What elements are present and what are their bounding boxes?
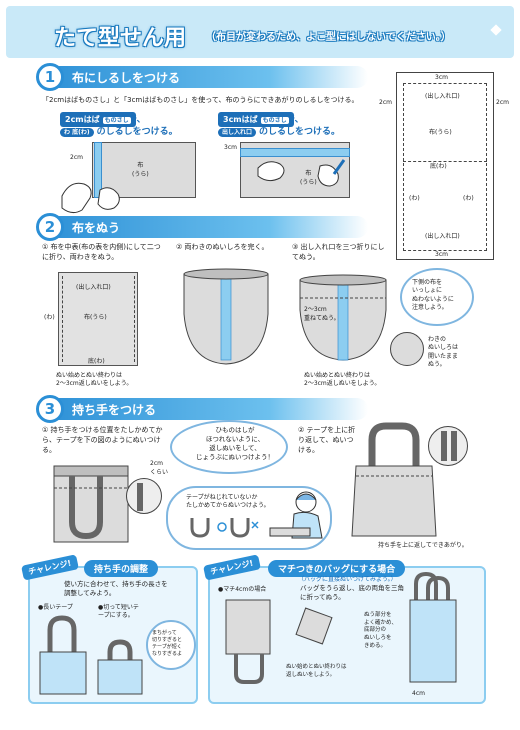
step1-label-fabric: 布(うら) — [84, 314, 107, 321]
label-3cm-ruler: 3cm — [224, 144, 237, 151]
finished-note: 持ち手を上に返してできあがり。 — [378, 542, 468, 549]
step1-note: ぬい始めとぬい終わりは 2～3cm返しぬいをしよう。 — [56, 372, 133, 388]
challenge-1-text: 使い方に合わせて、持ち手の長さを調整してみよう。 — [64, 580, 168, 598]
challenge-1-item2: ●切って短いテープにする。 — [98, 604, 139, 620]
check-bubble-text: テープがねじれていないか たしかめてからぬいつけよう。 — [186, 494, 270, 510]
tip-bubble — [170, 420, 288, 474]
page-title: たて型せん用 — [54, 26, 187, 51]
section-1-number: 1 — [36, 63, 64, 91]
fabric-label-2: 布 (うら) — [300, 170, 317, 186]
label-2cm-ruler: 2cm — [70, 154, 83, 161]
finished-bag-icon — [351, 422, 437, 537]
bag-tape-illustration — [53, 465, 129, 543]
badge-2cm-ruler: 2cmはばものさし — [60, 112, 136, 127]
diagram-side-right: (わ) — [463, 195, 474, 202]
sewn-bag-1 — [58, 272, 138, 366]
warning-bubble — [400, 268, 474, 326]
child-icon — [269, 491, 323, 539]
section-3-header: 3 持ち手をつける — [36, 395, 368, 423]
diagram-bottom: 底(わ) — [430, 163, 447, 170]
section-3-step1: ① 持ち手をつける位置をたしかめてから、テープを下の図のようにぬいつける。 — [42, 426, 163, 454]
challenge-1-bubble — [146, 620, 196, 670]
zoom-circle-icon-2 — [126, 478, 162, 514]
pocket-bag-icon-2 — [299, 274, 387, 361]
diagram-opening-top: (出し入れ口) — [425, 93, 460, 100]
page-subtitle: （布目が変わるため、よこ型にはしないでください。） — [206, 32, 451, 43]
fabric-layout-diagram: 3cm 2cm 2cm (出し入れ口) 布(うら) 底(わ) (わ) (わ) (… — [379, 72, 509, 260]
challenge-2-note2: ぬう部分を よく確かめ、 底部分の ぬいしろを きめる。 — [364, 612, 398, 649]
step3-label: 2～3cm 重ねてぬう。 — [304, 306, 340, 322]
gusset-bag-icon — [225, 571, 457, 684]
section-3-step2: ② テープを上に折り返して、ぬいつける。 — [298, 426, 356, 454]
challenge-2-step-title: ●マチ4cmの場合 — [218, 586, 267, 593]
badge-3cm-suffix: で、 — [286, 115, 304, 125]
ruler-3cm — [240, 148, 350, 157]
diamond-icon — [490, 24, 502, 36]
diagram-side-left: (わ) — [409, 195, 420, 202]
step1-label-side: (わ) — [44, 314, 55, 321]
fabric-label-1: 布 (うら) — [132, 162, 149, 178]
section-2-header: 2 布をぬう — [36, 213, 368, 241]
section-2-step3: ③ 出し入れ口を三つ折りにしてぬう。 — [292, 243, 385, 261]
badge-3cm-ruler: 3cmはばものさし — [218, 112, 294, 127]
section-2-number: 2 — [36, 213, 64, 241]
section-2-step1: ① 布を中表(布の表を内側)にして二つに折り、両わきをぬう。 — [42, 243, 161, 261]
section-2-step2: ② 両わきのぬいしろを完く。 — [176, 243, 269, 251]
section-3-number: 3 — [36, 395, 64, 423]
section-1-text: 「2cmはばものさし」と「3cmはばものさし」を使って、布のうらにできあがりのし… — [42, 96, 359, 104]
open-seam-note: わきの ぬいしろは 開いたまま ぬう。 — [428, 336, 459, 369]
diagram-opening-bottom: (出し入れ口) — [425, 233, 460, 240]
hand-icon-2 — [257, 159, 346, 187]
challenge-1-item1: ●長いテープ — [38, 604, 73, 611]
step3-note: ぬい始めとぬい終わりは 2～3cm返しぬいをしよう。 — [304, 372, 381, 388]
challenge-2-title: マチつきのバッグにする場合 — [268, 560, 406, 577]
step1-label-opening: (出し入れ口) — [76, 284, 111, 291]
diagram-bottom-3cm: 3cm — [435, 251, 448, 258]
label-4cm: 4cm — [412, 690, 425, 697]
challenge-1-title: 持ち手の調整 — [84, 560, 159, 577]
challenge-2-sub: （バッグに直接ぬいつけてみよう。） — [298, 576, 397, 583]
warning-bubble-text: 下側の布を いっしょに ぬわないように 注意しよう。 — [412, 279, 454, 312]
pocket-bag-icon — [183, 268, 269, 365]
sub-3cm: 出し入れ口のしるしをつける。 — [218, 124, 340, 137]
section-1-header: 1 布にしるしをつける — [36, 63, 368, 91]
hand-icon — [61, 182, 120, 214]
section-1-title: 布にしるしをつける — [72, 71, 181, 85]
diagram-top-3cm: 3cm — [435, 74, 448, 81]
diagram-left-2cm: 2cm — [379, 99, 392, 106]
badge-2cm-suffix: で、 — [128, 115, 146, 125]
page-header: たて型せん用 （布目が変わるため、よこ型にはしないでください。） — [6, 6, 514, 58]
diagram-fabric: 布(うら) — [429, 129, 452, 136]
label-2cm-approx: 2cm くらい — [150, 460, 169, 476]
diagram-right-2cm: 2cm — [496, 99, 509, 106]
tape-check-icons — [190, 518, 259, 538]
challenge-1-bubble-text: まちがって 切りすぎると テープが短く なりすぎるよ — [152, 630, 183, 657]
challenge-2-text1: バッグをうら返し、底の両角を三角に折ってぬう。 — [300, 584, 404, 602]
step1-label-bottom: 底(わ) — [88, 358, 105, 365]
sub-2cm: わ 底(わ)のしるしをつける。 — [60, 124, 178, 137]
ruler-2cm — [94, 142, 102, 198]
zoom-circle-icon — [390, 332, 424, 366]
tip-bubble-text: ひものはしが ほつれないように、 返しぬいをして、 じょうぶにぬいつけよう！ — [196, 426, 274, 462]
challenge-2-note1: ぬい始めとぬい終わりは 返しぬいをしよう。 — [286, 664, 347, 678]
bag-long-handle-icon — [39, 615, 143, 695]
section-2-title: 布をぬう — [72, 221, 121, 235]
zoom-circle-icon-3 — [428, 426, 468, 466]
section-3-title: 持ち手をつける — [72, 403, 157, 417]
